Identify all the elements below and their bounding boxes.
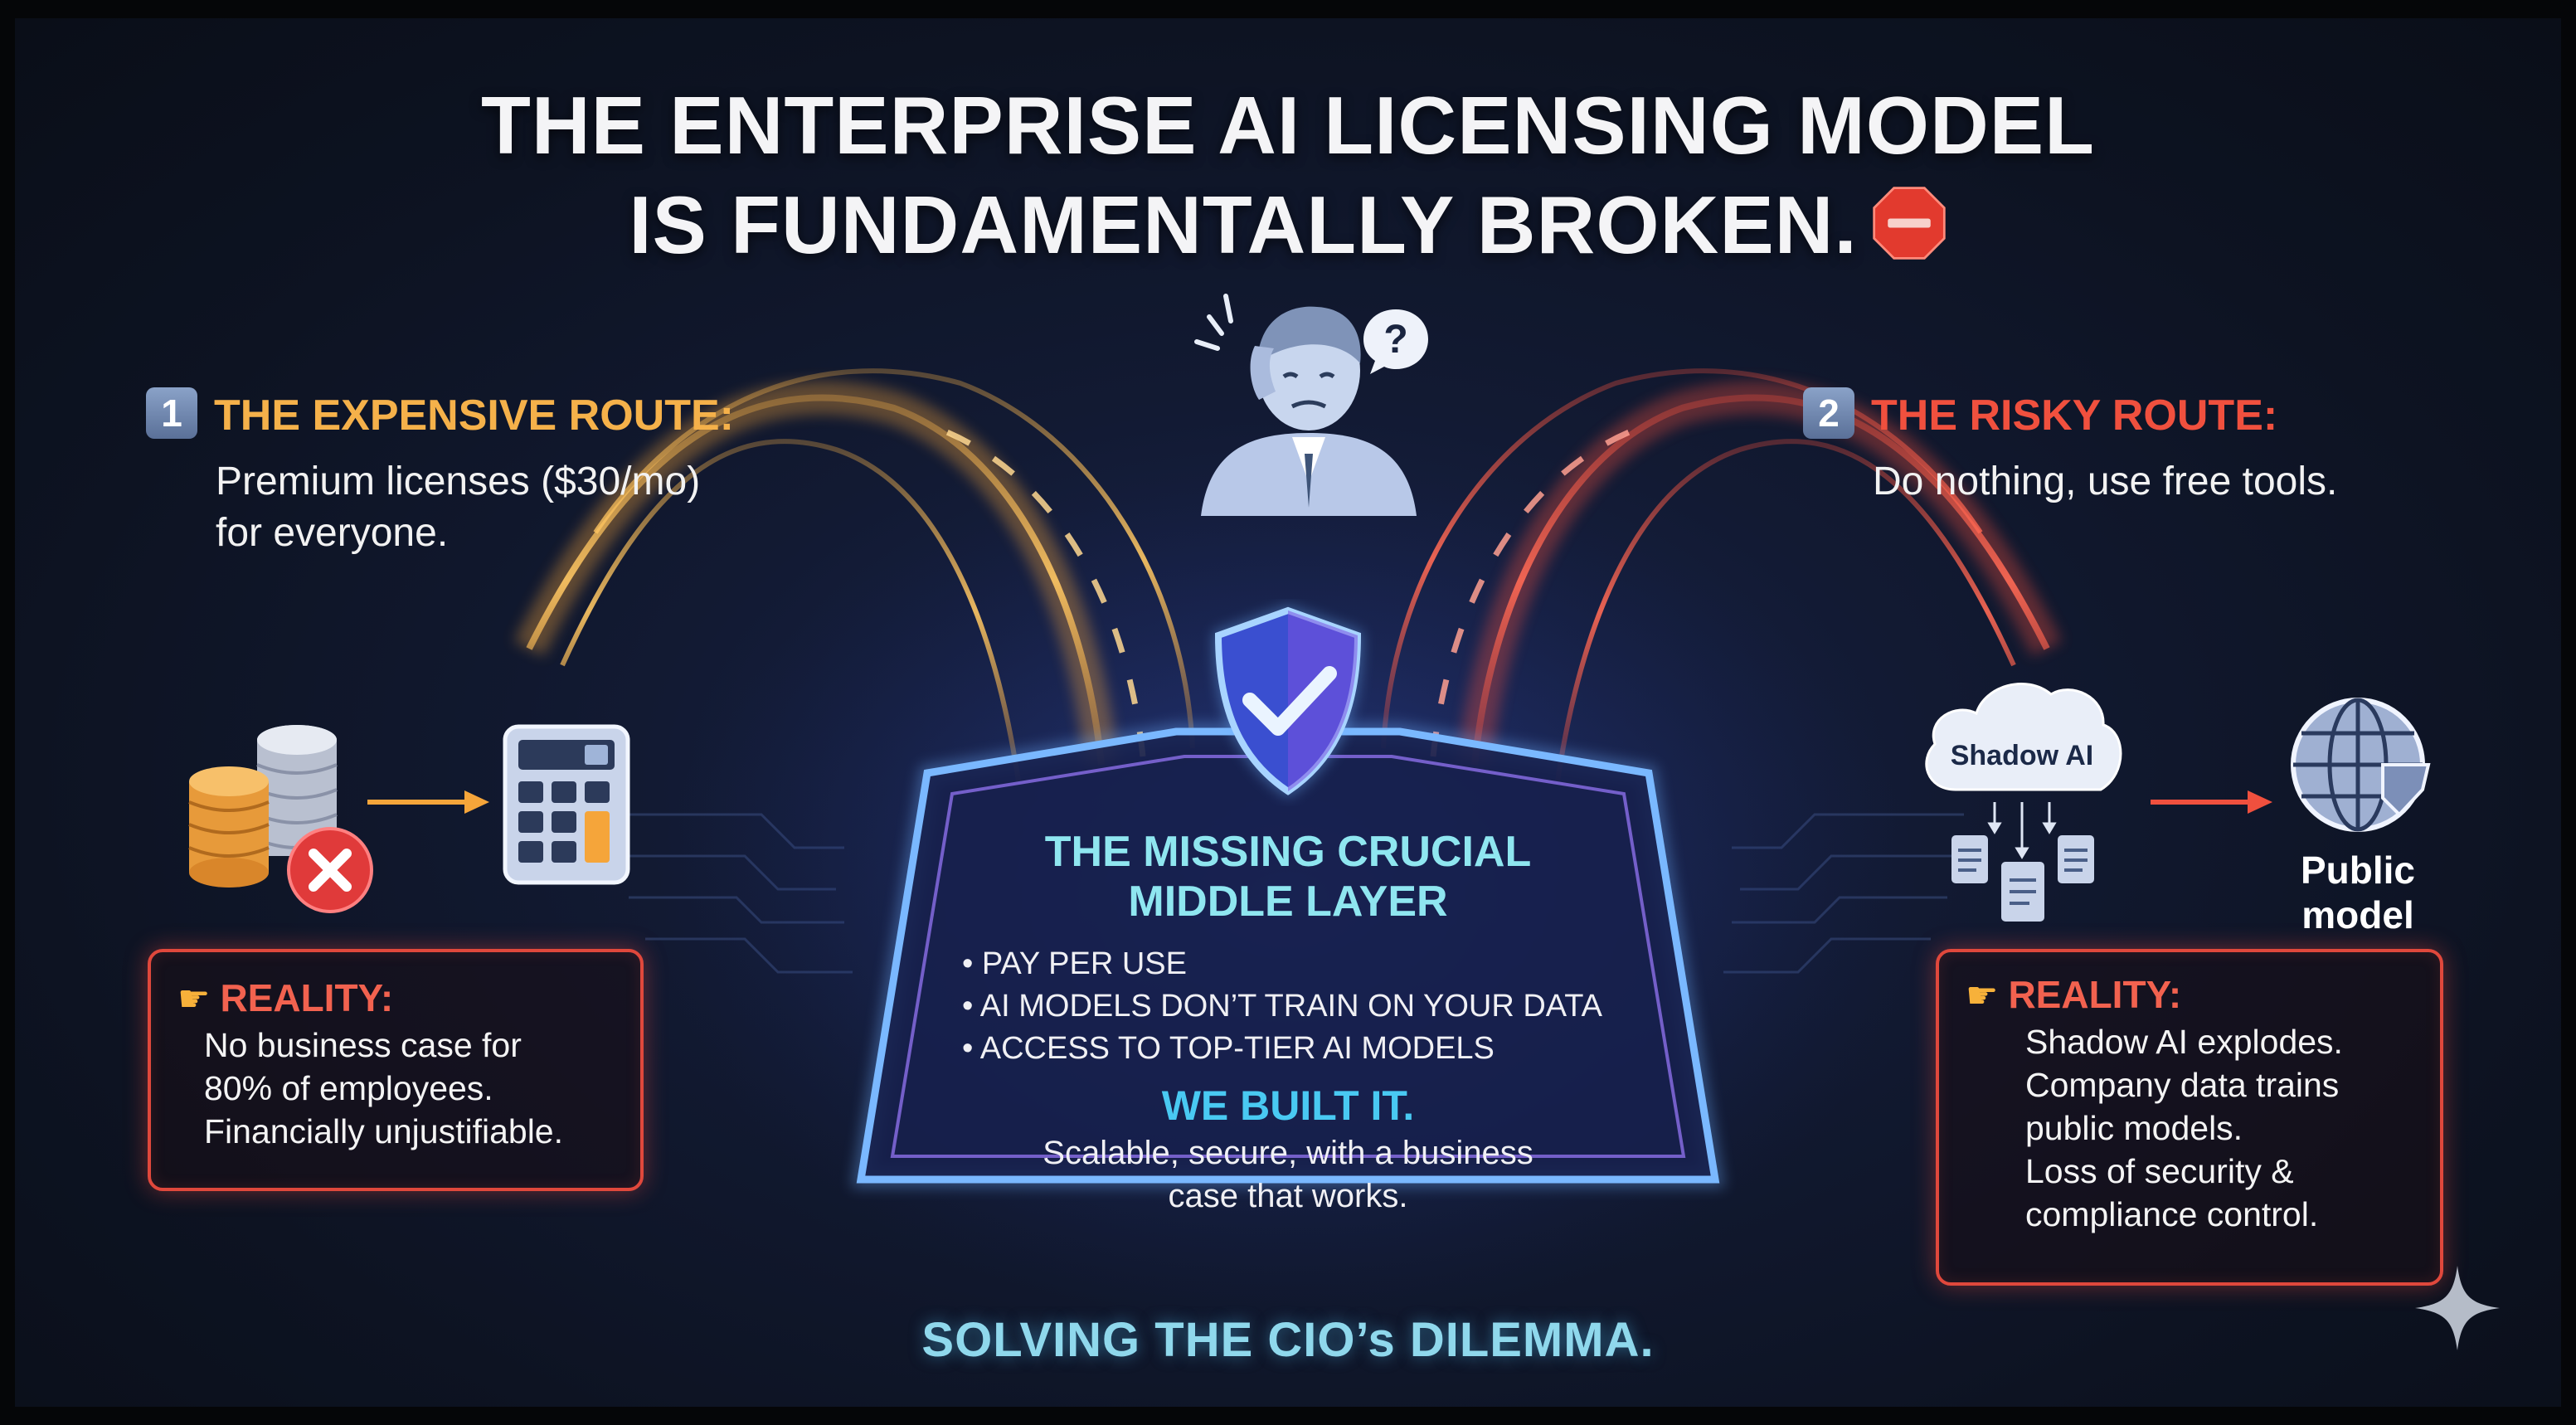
we-built-it-heading: WE BUILT IT. [1161,1082,1415,1129]
svg-text:?: ? [1383,318,1407,362]
we-built-it-line-1: Scalable, secure, with a business [1043,1135,1533,1171]
infographic-canvas: THE ENTERPRISE AI LICENSING MODEL IS FUN… [15,18,2561,1407]
expensive-road [514,368,1195,782]
title-line-1: THE ENTERPRISE AI LICENSING MODEL [481,80,2095,171]
risky-reality-line-4: Loss of security & [2025,1152,2294,1190]
risky-reality-line-1: Shadow AI explodes. [2025,1023,2343,1061]
globe-icon [2291,698,2431,832]
risky-route-body-1: Do nothing, use free tools. [1873,460,2338,503]
calculator-icon [503,724,630,885]
risky-route-heading: THE RISKY ROUTE: [1871,392,2278,440]
route-number-badge: 2 [1803,387,1854,439]
expensive-reality-line-2: 80% of employees. [204,1069,493,1107]
public-model-label-1: Public [2300,849,2416,892]
route-number-badge: 1 [146,387,197,439]
cloud-icon [1925,683,2122,791]
expensive-route-heading-row: 1 THE EXPENSIVE ROUTE: [146,387,734,443]
pointing-hand-icon: ☛ [1966,975,1999,1016]
arrow-right-icon [367,790,489,814]
arrow-right-icon [2151,790,2272,814]
risky-reality-line-5: compliance control. [2025,1195,2319,1233]
coins-icon [188,725,338,888]
title-line-2: IS FUNDAMENTALLY BROKEN. [629,179,1858,270]
expensive-reality-heading-row: ☛REALITY: [177,974,393,1022]
expensive-route-body-1: Premium licenses ($30/mo) [216,460,701,503]
center-title-2: MIDDLE LAYER [1128,878,1448,926]
shield-check-icon [1213,606,1363,798]
public-model-label-2: model [2301,893,2414,936]
confused-person-icon [1194,294,1417,516]
risky-reality-heading: REALITY: [2008,973,2182,1016]
center-bullet-1: • PAY PER USE [962,946,1187,981]
risky-reality-box: ☛REALITY: Shadow AI explodes. Company da… [1936,949,2443,1286]
risky-road [1381,368,2062,782]
risky-reality-heading-row: ☛REALITY: [1966,970,2181,1019]
expensive-route-body-2: for everyone. [216,511,449,555]
footer-tagline: SOLVING THE CIO’s DILEMMA. [921,1313,1655,1367]
expensive-reality-line-3: Financially unjustifiable. [204,1112,564,1150]
risky-reality-line-2: Company data trains [2025,1066,2340,1104]
sparkle-icon [2415,1266,2500,1350]
we-built-it-line-2: case that works. [1168,1178,1408,1214]
cancel-icon [287,827,373,913]
document-icon [1951,802,2094,922]
expensive-reality-line-1: No business case for [204,1026,522,1064]
risky-route-heading-row: 2 THE RISKY ROUTE: [1803,387,2277,443]
center-title-1: THE MISSING CRUCIAL [1044,828,1532,876]
pointing-hand-icon: ☛ [177,979,211,1019]
center-bullet-3: • ACCESS TO TOP-TIER AI MODELS [962,1031,1495,1066]
title-line-2-wrap: IS FUNDAMENTALLY BROKEN. [15,176,2561,274]
shadow-ai-label: Shadow AI [1950,740,2094,771]
expensive-reality-box: ☛REALITY: No business case for 80% of em… [148,949,644,1191]
risky-reality-line-3: public models. [2025,1109,2243,1147]
expensive-reality-heading: REALITY: [220,976,394,1019]
center-bullet-2: • AI MODELS DON’T TRAIN ON YOUR DATA [962,989,1603,1024]
expensive-route-heading: THE EXPENSIVE ROUTE: [214,392,734,440]
question-bubble-icon: ? [1363,309,1428,374]
center-panel-frame [844,723,1732,1210]
stop-sign-icon [1872,187,1946,260]
background-graphics [514,368,2062,1329]
